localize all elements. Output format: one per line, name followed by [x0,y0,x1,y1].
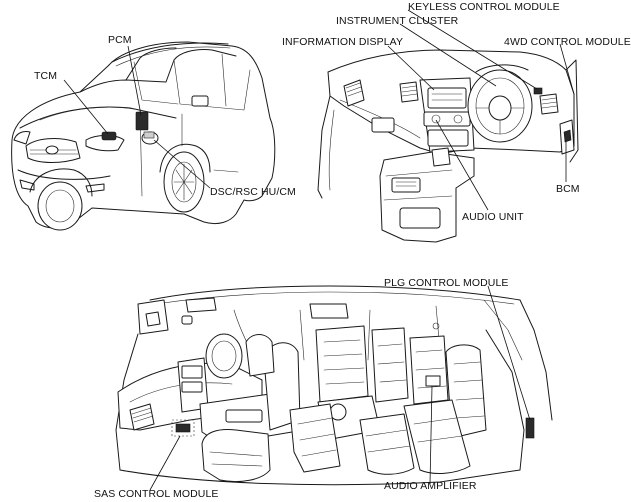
label-tcm: TCM [34,70,57,82]
leader-lines [63,9,575,491]
label-plg-control-module: PLG CONTROL MODULE [384,277,509,289]
label-information-display: INFORMATION DISPLAY [282,36,403,48]
label-pcm: PCM [108,34,132,46]
label-dsc-rsc-hu-cm: DSC/RSC HU/CM [210,186,296,198]
label-4wd-control-module: 4WD CONTROL MODULE [504,36,631,48]
label-sas-control-module: SAS CONTROL MODULE [94,488,219,500]
interior-cabin-figure [115,285,553,486]
label-audio-unit: AUDIO UNIT [462,211,524,223]
component-labels: PCM TCM DSC/RSC HU/CM KEYLESS CONTROL MO… [34,1,631,500]
label-audio-amplifier: AUDIO AMPLIFIER [384,480,477,492]
dashboard-figure [317,49,579,243]
label-instrument-cluster: INSTRUMENT CLUSTER [336,15,459,27]
exterior-vehicle-figure [11,41,276,231]
label-keyless-control-module: KEYLESS CONTROL MODULE [408,1,560,13]
label-bcm: BCM [556,183,580,195]
